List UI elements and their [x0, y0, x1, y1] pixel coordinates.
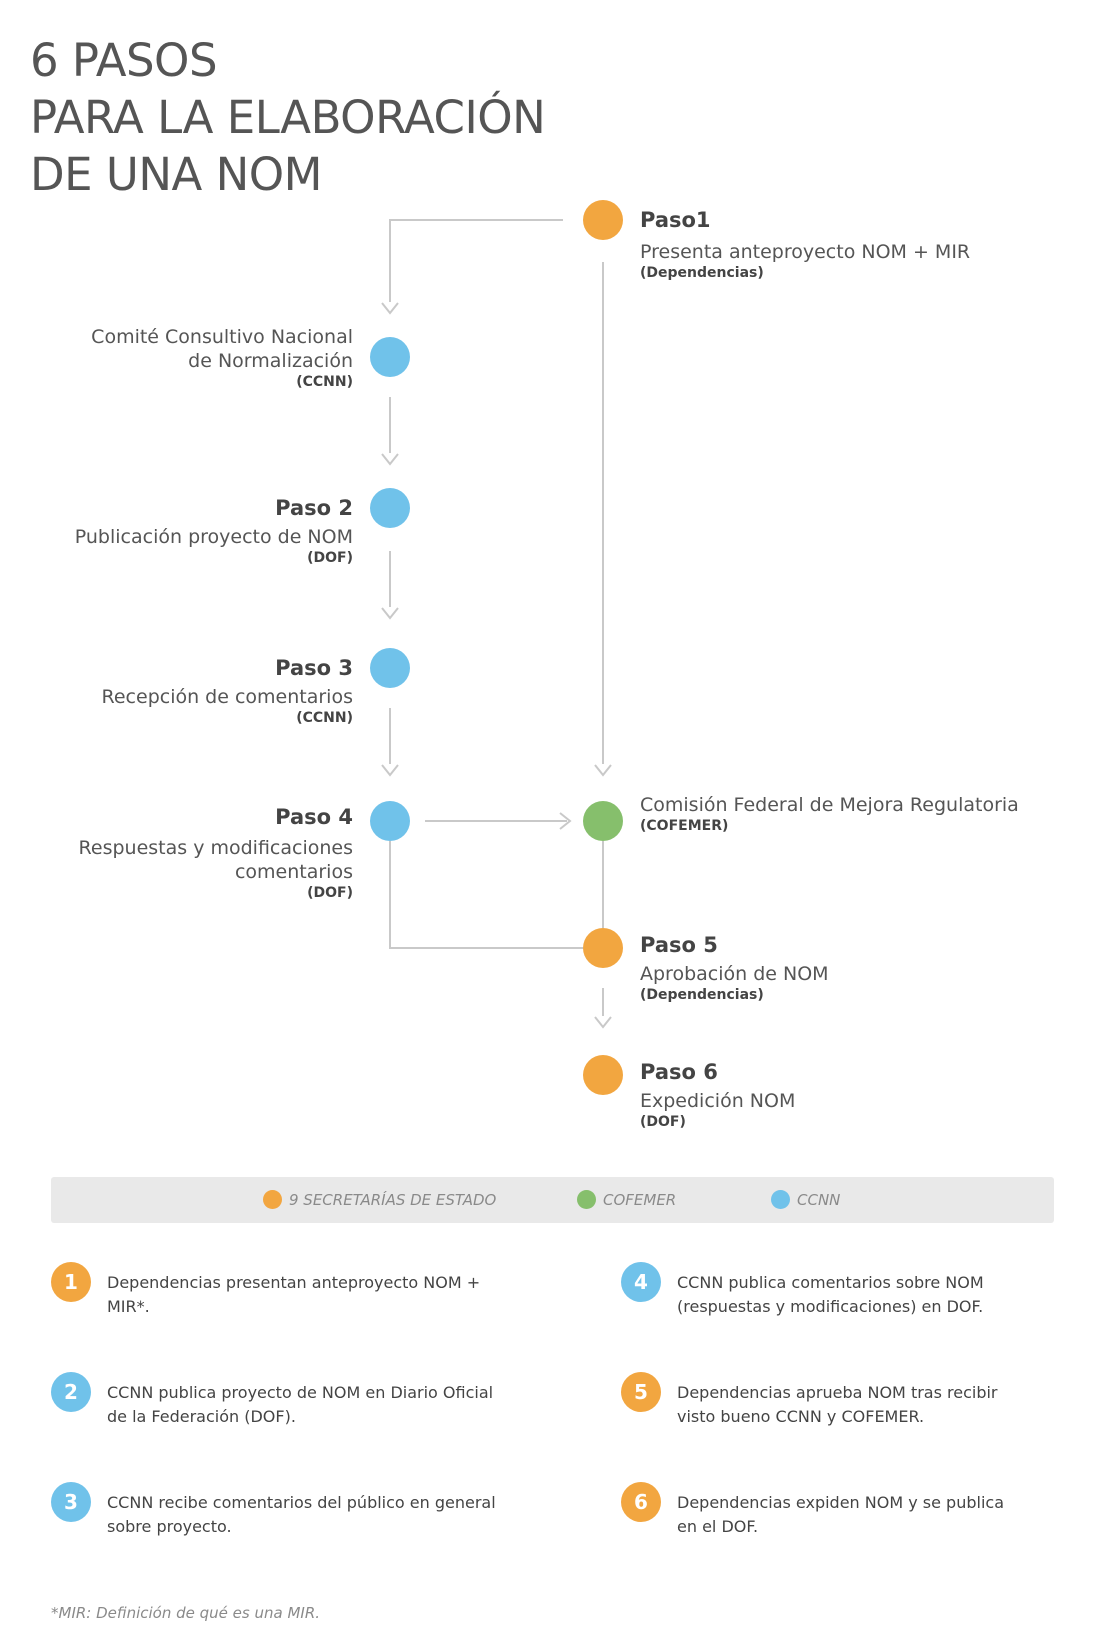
paso2-org: (DOF)	[307, 550, 353, 566]
note-text: CCNN publica comentarios sobre NOM (resp…	[677, 1271, 1097, 1319]
paso4-desc-line1: Respuestas y modificaciones	[78, 837, 353, 859]
label-paso5: Paso 5 Aprobación de NOM (Dependencias)	[640, 930, 829, 1005]
paso5-title: Paso 5	[640, 933, 718, 957]
connector-paso1-ccnn	[389, 219, 563, 302]
paso6-title: Paso 6	[640, 1060, 718, 1084]
paso2-title: Paso 2	[275, 496, 353, 520]
node-paso3	[370, 648, 410, 688]
paso3-desc: Recepción de comentarios	[101, 686, 353, 708]
paso1-desc: Presenta anteproyecto NOM + MIR	[640, 241, 971, 263]
arrowhead-paso2	[381, 453, 399, 466]
label-paso1: Paso1 Presenta anteproyecto NOM + MIR (D…	[640, 205, 970, 283]
note-text-line2: (respuestas y modificaciones) en DOF.	[677, 1297, 984, 1316]
label-cofemer: Comisión Federal de Mejora Regulatoria (…	[640, 793, 1019, 836]
legend-label-secretarias: 9 SECRETARÍAS DE ESTADO	[289, 1191, 497, 1209]
note-number-badge: 4	[621, 1262, 661, 1302]
title-line-3: DE UNA NOM	[30, 148, 322, 201]
node-ccnn	[370, 337, 410, 377]
arrowhead-ccnn	[381, 302, 399, 315]
node-paso4	[370, 801, 410, 841]
arrowhead-paso3	[381, 607, 399, 620]
legend-green-dot	[577, 1190, 596, 1209]
paso3-title: Paso 3	[275, 656, 353, 680]
label-paso2: Paso 2 Publicación proyecto de NOM (DOF)	[75, 493, 353, 568]
note-number-badge: 6	[621, 1482, 661, 1522]
legend-label-ccnn: CCNN	[797, 1191, 841, 1209]
note-text: Dependencias expiden NOM y se publica en…	[677, 1491, 1097, 1539]
paso3-org: (CCNN)	[296, 710, 353, 726]
note-text-line2: de la Federación (DOF).	[107, 1407, 296, 1426]
label-paso6: Paso 6 Expedición NOM (DOF)	[640, 1057, 795, 1132]
paso5-desc: Aprobación de NOM	[640, 963, 829, 985]
legend-label-cofemer: COFEMER	[603, 1191, 677, 1209]
page-title: 6 PASOS PARA LA ELABORACIÓN DE UNA NOM	[30, 32, 546, 203]
note-text: CCNN publica proyecto de NOM en Diario O…	[107, 1381, 527, 1429]
arrowhead-paso4	[381, 764, 399, 777]
note-text: Dependencias aprueba NOM tras recibir vi…	[677, 1381, 1097, 1429]
note-text-line1: Dependencias presentan anteproyecto NOM …	[107, 1273, 481, 1316]
legend-blue-dot	[771, 1190, 790, 1209]
node-paso2	[370, 488, 410, 528]
arrowhead-paso6	[594, 1016, 612, 1029]
note-text-line2: en el DOF.	[677, 1517, 759, 1536]
ccnn-org: (CCNN)	[296, 374, 353, 390]
paso6-org: (DOF)	[640, 1114, 686, 1130]
paso4-desc-line2: comentarios	[234, 861, 353, 883]
arrowhead-cofemer-side	[559, 812, 572, 830]
legend-orange-dot	[263, 1190, 282, 1209]
legend-item-secretarias: 9 SECRETARÍAS DE ESTADO	[263, 1189, 496, 1211]
legend-item-ccnn: CCNN	[771, 1189, 840, 1211]
note-text-line1: Dependencias expiden NOM y se publica	[677, 1493, 1004, 1512]
cofemer-org: (COFEMER)	[640, 818, 729, 834]
note-text-line2: sobre proyecto.	[107, 1517, 232, 1536]
note-number-badge: 1	[51, 1262, 91, 1302]
title-line-1: 6 PASOS	[30, 34, 218, 87]
note-number-badge: 3	[51, 1482, 91, 1522]
note-text: CCNN recibe comentarios del público en g…	[107, 1491, 527, 1539]
cofemer-desc: Comisión Federal de Mejora Regulatoria	[640, 794, 1019, 816]
paso6-desc: Expedición NOM	[640, 1090, 796, 1112]
legend-item-cofemer: COFEMER	[577, 1189, 676, 1211]
note-text-line2: visto bueno CCNN y COFEMER.	[677, 1407, 925, 1426]
note-text-line1: CCNN publica comentarios sobre NOM	[677, 1273, 984, 1292]
paso4-org: (DOF)	[307, 885, 353, 901]
note-text-line1: CCNN publica proyecto de NOM en Diario O…	[107, 1383, 494, 1402]
connector-paso4-paso5	[389, 841, 583, 949]
footnote: *MIR: Definición de qué es una MIR.	[51, 1604, 321, 1622]
node-paso1	[583, 200, 623, 240]
label-ccnn: Comité Consultivo Nacional de Normalizac…	[91, 325, 353, 392]
paso5-org: (Dependencias)	[640, 987, 764, 1003]
label-paso3: Paso 3 Recepción de comentarios (CCNN)	[102, 653, 353, 728]
note-text-line1: CCNN recibe comentarios del público en g…	[107, 1493, 496, 1512]
ccnn-desc-line2: de Normalización	[188, 350, 353, 372]
node-paso5	[583, 928, 623, 968]
paso2-desc: Publicación proyecto de NOM	[74, 526, 353, 548]
paso1-org: (Dependencias)	[640, 265, 764, 281]
note-number-badge: 2	[51, 1372, 91, 1412]
note-text: Dependencias presentan anteproyecto NOM …	[107, 1271, 527, 1319]
node-cofemer	[583, 801, 623, 841]
paso1-title: Paso1	[640, 208, 711, 232]
note-number-badge: 5	[621, 1372, 661, 1412]
label-paso4: Paso 4 Respuestas y modificaciones comen…	[79, 802, 353, 903]
ccnn-desc-line1: Comité Consultivo Nacional	[91, 326, 353, 348]
node-paso6	[583, 1055, 623, 1095]
arrowhead-cofemer-top	[594, 764, 612, 777]
legend-bar: 9 SECRETARÍAS DE ESTADO COFEMER CCNN	[51, 1177, 1054, 1223]
paso4-title: Paso 4	[275, 805, 353, 829]
title-line-2: PARA LA ELABORACIÓN	[30, 91, 546, 144]
note-text-line1: Dependencias aprueba NOM tras recibir	[677, 1383, 998, 1402]
